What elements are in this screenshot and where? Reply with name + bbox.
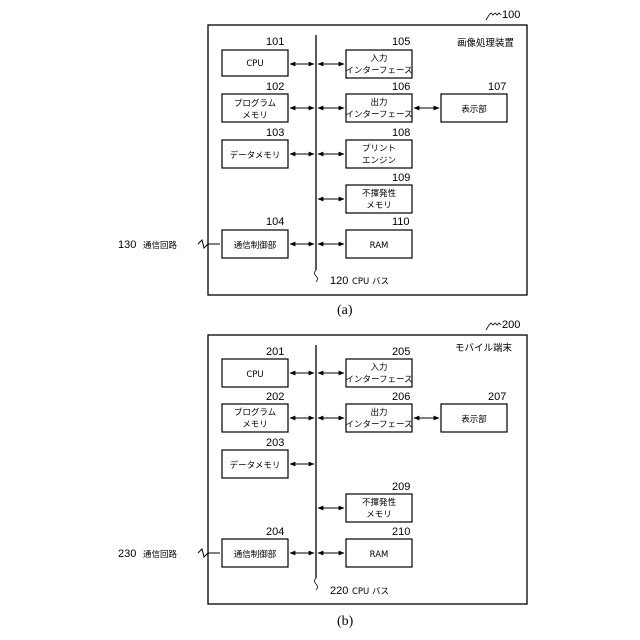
figure-caption: (a) [337,303,353,318]
external-comm-circuit: 130 通信回路 [118,239,220,251]
comm-link [198,240,220,248]
block-label: 出力 [370,407,387,418]
block-print-engine: プリント エンジン 108 [346,127,412,168]
block-display: 表示部 107 [441,81,507,122]
external-ref: 230 [118,548,136,560]
block-label: インターフェース [345,110,412,120]
device-ref: 100 [502,9,520,21]
block-nonvolatile-memory: 不揮発性 メモリ 109 [346,172,412,213]
block-ref: 201 [266,346,284,358]
block-ref: 210 [392,526,410,538]
block-data-memory: データメモリ 103 [222,127,288,168]
block-output-interface: 出力 インターフェース 206 [345,391,412,432]
block-label: インターフェース [345,420,412,430]
bus-ref-leader [315,578,318,590]
block-ref: 106 [392,81,410,93]
block-ref: 101 [266,36,284,48]
device-label: 画像処理装置 [457,37,514,49]
block-ref: 207 [488,391,506,403]
block-label: メモリ [242,420,268,430]
device-label: モバイル端末 [455,342,513,354]
block-comm-control: 通信制御部 204 [222,526,288,567]
block-label: メモリ [366,201,392,211]
external-label: 通信回路 [143,240,178,251]
comm-link [198,549,220,557]
block-cpu: CPU 101 [222,36,288,76]
block-label: 通信制御部 [234,549,277,560]
block-ref: 202 [266,391,284,403]
block-ref: 104 [266,216,284,228]
block-label: 不揮発性 [362,497,397,508]
block-label: インターフェース [345,375,412,385]
bus-ref-leader [315,270,318,282]
block-program-memory: プログラム メモリ 202 [222,391,288,432]
figure-a: 画像処理装置 100 120 CPU バス CPU 101 プログラム メモリ … [118,9,527,318]
block-display: 表示部 207 [441,391,507,432]
block-ref: 102 [266,81,284,93]
external-ref: 130 [118,239,136,251]
block-comm-control: 通信制御部 104 [222,216,288,258]
block-label: CPU [246,370,263,380]
block-cpu: CPU 201 [222,346,288,387]
external-comm-circuit: 230 通信回路 [118,548,220,560]
figure-b: モバイル端末 200 220 CPU バス CPU 201 プログラム メモリ … [118,319,527,629]
block-label: 出力 [370,97,387,108]
block-ref: 203 [266,437,284,449]
block-ram: RAM 110 [346,216,412,258]
block-label: CPU [246,59,263,69]
block-label: プリント [362,144,396,154]
block-ref: 103 [266,127,284,139]
block-input-interface: 入力 インターフェース 205 [345,346,412,387]
block-label: 通信制御部 [234,240,277,251]
block-ref: 205 [392,346,410,358]
block-label: プログラム [234,98,276,109]
device-ref: 200 [502,319,520,331]
device-ref-leader [486,13,501,20]
bus-label: CPU バス [352,277,389,287]
bus-label: CPU バス [352,587,389,597]
block-nonvolatile-memory: 不揮発性 メモリ 209 [346,481,412,522]
block-label: 入力 [370,53,387,64]
block-ref: 110 [392,216,410,228]
block-program-memory: プログラム メモリ 102 [222,81,288,122]
block-ref: 105 [392,36,410,48]
block-label: 表示部 [461,414,487,425]
block-label: メモリ [242,111,268,121]
block-ref: 109 [392,172,410,184]
device-ref-leader [486,323,501,330]
block-label: RAM [370,550,389,560]
block-label: インターフェース [345,66,412,76]
block-ref: 204 [266,526,284,538]
external-label: 通信回路 [143,549,178,560]
block-input-interface: 入力 インターフェース 105 [345,36,412,78]
block-label: RAM [370,241,389,251]
block-label: データメモリ [230,460,281,471]
block-label: メモリ [366,510,392,520]
bus-ref: 220 [330,585,348,597]
block-ref: 107 [488,81,506,93]
bus-connectors [290,373,439,553]
bus-ref: 120 [330,275,348,287]
block-ram: RAM 210 [346,526,412,567]
block-ref: 108 [392,127,410,139]
block-ref: 206 [392,391,410,403]
block-data-memory: データメモリ 203 [222,437,288,478]
block-output-interface: 出力 インターフェース 106 [345,81,412,122]
block-label: エンジン [362,156,396,166]
block-label: 入力 [370,362,387,373]
block-label: 表示部 [461,104,487,115]
block-label: 不揮発性 [362,188,397,199]
block-label: データメモリ [230,150,281,161]
figure-caption: (b) [337,614,354,629]
block-ref: 209 [392,481,410,493]
block-label: プログラム [234,407,276,418]
